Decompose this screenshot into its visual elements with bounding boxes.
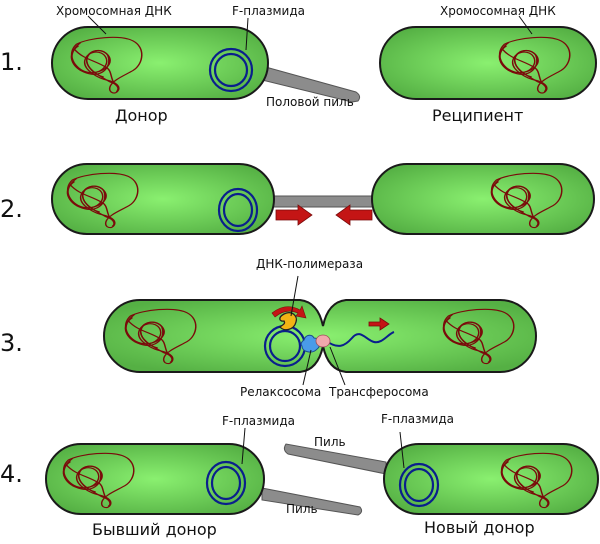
label-sex-pilus: Половой пиль — [266, 95, 354, 109]
leader-line — [518, 15, 533, 35]
single-strand-dna — [324, 331, 395, 347]
label-f-plasmid-new: F-плазмида — [381, 412, 454, 426]
arrow-right-icon — [275, 204, 313, 226]
pilus — [283, 443, 387, 475]
sex-pilus — [261, 65, 361, 103]
label-donor: Донор — [115, 106, 168, 125]
transferosome — [315, 334, 331, 348]
f-plasmid — [217, 187, 259, 233]
new-donor-cell — [383, 443, 599, 515]
step-3: 3. ДНК-полимераза Релаксосома — [0, 257, 537, 399]
f-plasmid — [398, 462, 440, 508]
relaxosome — [300, 334, 321, 353]
leader-line — [87, 15, 107, 35]
label-chromosomal-dna: Хромосомная ДНК — [56, 4, 172, 18]
leader-line — [290, 275, 299, 317]
step-number: 2. — [0, 195, 23, 223]
leader-line — [399, 431, 405, 469]
f-plasmid — [205, 460, 247, 506]
label-recipient: Реципиент — [432, 106, 523, 125]
transfer-arrow-icon — [368, 317, 390, 331]
step-number: 3. — [0, 329, 23, 357]
leader-line — [329, 346, 346, 386]
label-chromosomal-dna-recipient: Хромосомная ДНК — [440, 4, 556, 18]
step-number: 1. — [0, 48, 23, 76]
recipient-cell — [379, 26, 597, 100]
label-former-donor: Бывший донор — [92, 520, 217, 539]
leader-line — [241, 427, 246, 465]
dna-polymerase — [279, 312, 298, 331]
label-pilus-bottom: Пиль — [286, 502, 318, 516]
f-plasmid — [208, 47, 254, 93]
label-new-donor: Новый донор — [424, 518, 535, 537]
label-relaxosome: Релаксосома — [240, 385, 321, 399]
pilus-bridge — [267, 195, 379, 208]
donor-cell — [51, 163, 275, 235]
pilus — [261, 487, 363, 516]
label-f-plasmid-former: F-плазмида — [222, 414, 295, 428]
label-transferosome: Трансферосома — [328, 385, 429, 399]
label-pilus-top: Пиль — [314, 435, 346, 449]
leader-line — [302, 349, 312, 386]
rotation-arrow-icon — [271, 305, 307, 319]
step-2: 2. — [0, 163, 595, 235]
step-number: 4. — [0, 460, 23, 488]
step-1: 1. Хромосомная ДНК F-плазмида Хромосомна… — [0, 4, 597, 125]
recipient-cell — [371, 163, 595, 235]
step-4: 4. F-плазмида F-плазмида Пиль Пиль Бывши… — [0, 412, 599, 539]
leader-line — [245, 17, 249, 51]
label-f-plasmid: F-плазмида — [232, 4, 305, 18]
label-dna-polymerase: ДНК-полимераза — [256, 257, 363, 271]
arrow-left-icon — [335, 204, 373, 226]
